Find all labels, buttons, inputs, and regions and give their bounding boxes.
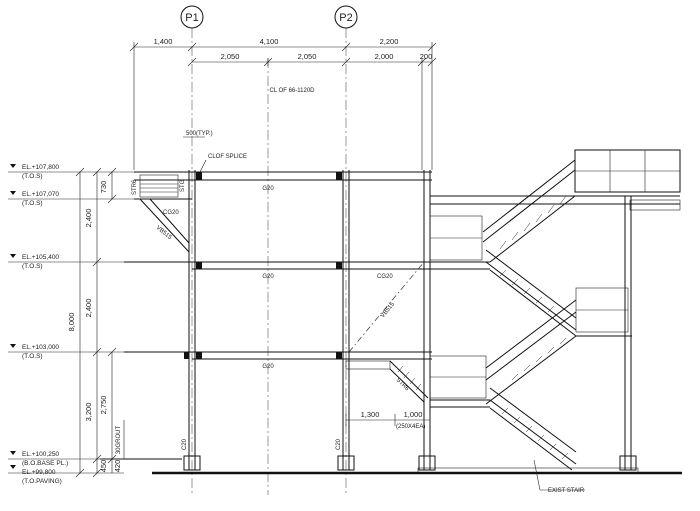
exist-stair-leader [533, 459, 541, 491]
elevation-4-tag: (T.O.S) [22, 353, 43, 360]
splice-label: CLOF SPLICE [208, 154, 247, 160]
vdim-730: 730 [99, 181, 108, 194]
vb-mid-label: VB515 [380, 301, 397, 319]
elevation-1-tag: (T.O.S) [22, 173, 43, 180]
str-left-label: STR6 [132, 179, 138, 195]
elevation-6-tag: (T.O.PAVING) [22, 478, 62, 485]
top-dimensions-row1: 1,400 4,100 2,200 [129, 37, 437, 170]
dim-200: 200 [420, 52, 433, 61]
elevation-tags [8, 164, 134, 474]
elevation-2-tag: (T.O.S) [22, 200, 43, 207]
elevation-4-value: EL.+103,000 [22, 344, 59, 351]
grid-bubble-p2 [334, 5, 358, 29]
bottom-dimensions: 1,300 1,000 [345, 410, 431, 426]
elevation-3-tag: (T.O.S) [22, 263, 43, 270]
elevation-6-value: EL.+99,800 [22, 469, 56, 476]
vertical-dimensions [75, 167, 125, 478]
cg20-left-label: CG20 [163, 210, 179, 216]
typ-label: 500(TYP.) [186, 131, 213, 137]
diagonal-brace [348, 261, 425, 353]
cg20-mid-label: CG20 [377, 274, 393, 280]
beam-label-3: G20 [262, 364, 274, 370]
str-mid-label: STR6 [395, 377, 411, 393]
dim-1300: 1,300 [361, 410, 380, 419]
grout-label: 30GROUT [116, 425, 122, 454]
size-note: (250X4EA) [396, 424, 425, 430]
vdim-8000: 8,000 [67, 313, 76, 332]
elevation-3-value: EL.+105,400 [22, 254, 59, 261]
exist-stair-label: EXIST STAIR [548, 488, 585, 494]
stg-label: STG [180, 179, 186, 192]
elevation-2-value: EL.+107,070 [22, 191, 59, 198]
elevation-5-tag: (B.O.BASE PL.) [22, 460, 68, 467]
beam-label-2: G20 [262, 274, 274, 280]
vb-left-label: VB515 [155, 225, 173, 242]
dim-1000: 1,000 [404, 410, 423, 419]
right-stair-tower [417, 149, 681, 474]
dim-2000: 2,000 [375, 52, 394, 61]
elevation-5-value: EL.+100,250 [22, 451, 59, 458]
dim-1400: 1,400 [154, 37, 173, 46]
vdim-2400-a: 2,400 [84, 209, 93, 228]
middle-stair [345, 360, 429, 403]
column-label-right: C20 [336, 438, 342, 450]
elevation-1-value: EL.+107,800 [22, 164, 59, 171]
vdim-2750: 2,750 [99, 396, 108, 415]
dim-4100: 4,100 [260, 37, 279, 46]
grid-label-p1: P1 [185, 12, 198, 24]
floor-beams [124, 171, 432, 360]
vdim-420: 420 [113, 460, 122, 473]
vdim-450: 450 [99, 460, 108, 473]
grid-label-p2: P2 [339, 12, 352, 24]
cl-note: CL OF 66-1120D [269, 88, 315, 94]
beam-label-1: G20 [262, 186, 274, 192]
column-label-left: C20 [182, 438, 188, 450]
dim-2050-a: 2,050 [221, 52, 240, 61]
vdim-2400-b: 2,400 [84, 299, 93, 318]
dim-2050-b: 2,050 [298, 52, 317, 61]
grid-bubble-p1 [180, 5, 204, 29]
dim-2200: 2,200 [380, 37, 399, 46]
vdim-3200: 3,200 [84, 403, 93, 422]
left-platform [139, 174, 190, 253]
top-dimensions-row2: 2,050 2,050 2,000 200 [187, 52, 437, 170]
